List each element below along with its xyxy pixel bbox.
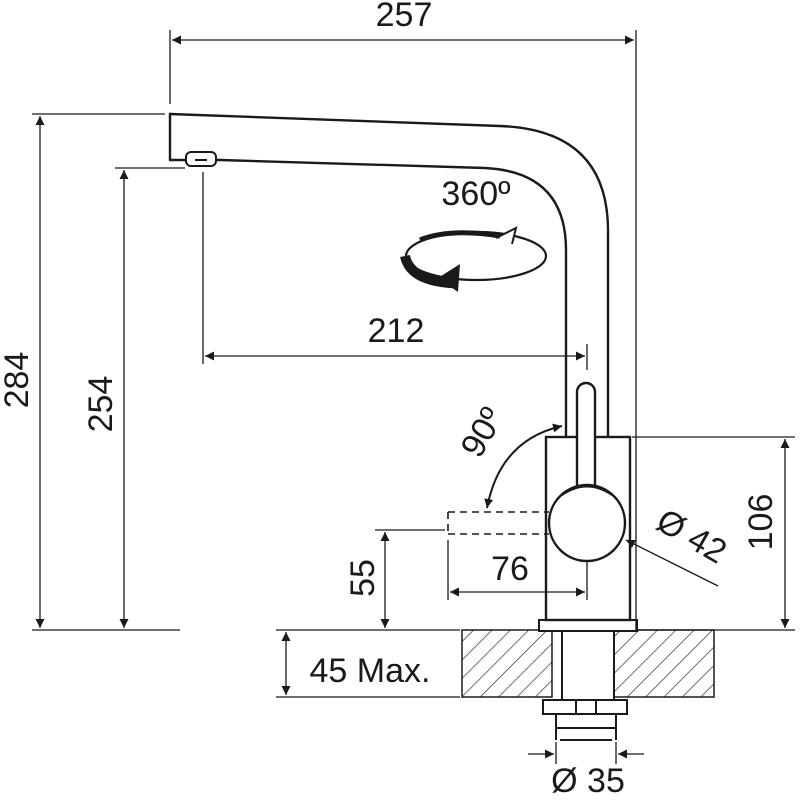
lever-handle-open-position: [447, 511, 549, 535]
dimension-body-diameter: [625, 539, 719, 587]
dimension-spout-height: [115, 167, 185, 628]
label-body-diameter: Ø 42: [650, 502, 733, 572]
dimension-counter-thickness: [276, 629, 460, 698]
lever-handle: [547, 381, 627, 563]
label-lever-angle: 90º: [453, 401, 511, 464]
label-overall-height: 284: [0, 352, 36, 409]
label-body-height: 106: [742, 494, 780, 551]
dimension-spout-reach: [202, 172, 588, 370]
label-rotation: 360º: [441, 175, 510, 213]
rotation-90-arc: [484, 423, 563, 509]
aerator: [185, 151, 217, 167]
label-overall-width: 257: [376, 0, 433, 34]
dimension-lever-height: [375, 529, 445, 628]
mounting-shank: [538, 619, 638, 741]
faucet-spout: [168, 112, 610, 439]
countertop: [461, 629, 715, 698]
label-spout-reach: 212: [368, 312, 425, 350]
dimension-shank-diameter: [528, 742, 644, 764]
label-lever-reach: 76: [491, 550, 529, 588]
label-shank-diameter: Ø 35: [551, 762, 625, 800]
dimension-overall-width: [169, 30, 637, 632]
dimension-overall-height: [32, 113, 165, 628]
label-lever-height: 55: [344, 559, 382, 597]
dimension-lever-reach: [447, 540, 588, 600]
label-spout-height: 254: [82, 376, 120, 433]
label-counter-thickness: 45 Max.: [310, 652, 431, 690]
dimension-body-height: [632, 436, 795, 628]
rotation-360-icon: [400, 226, 548, 292]
